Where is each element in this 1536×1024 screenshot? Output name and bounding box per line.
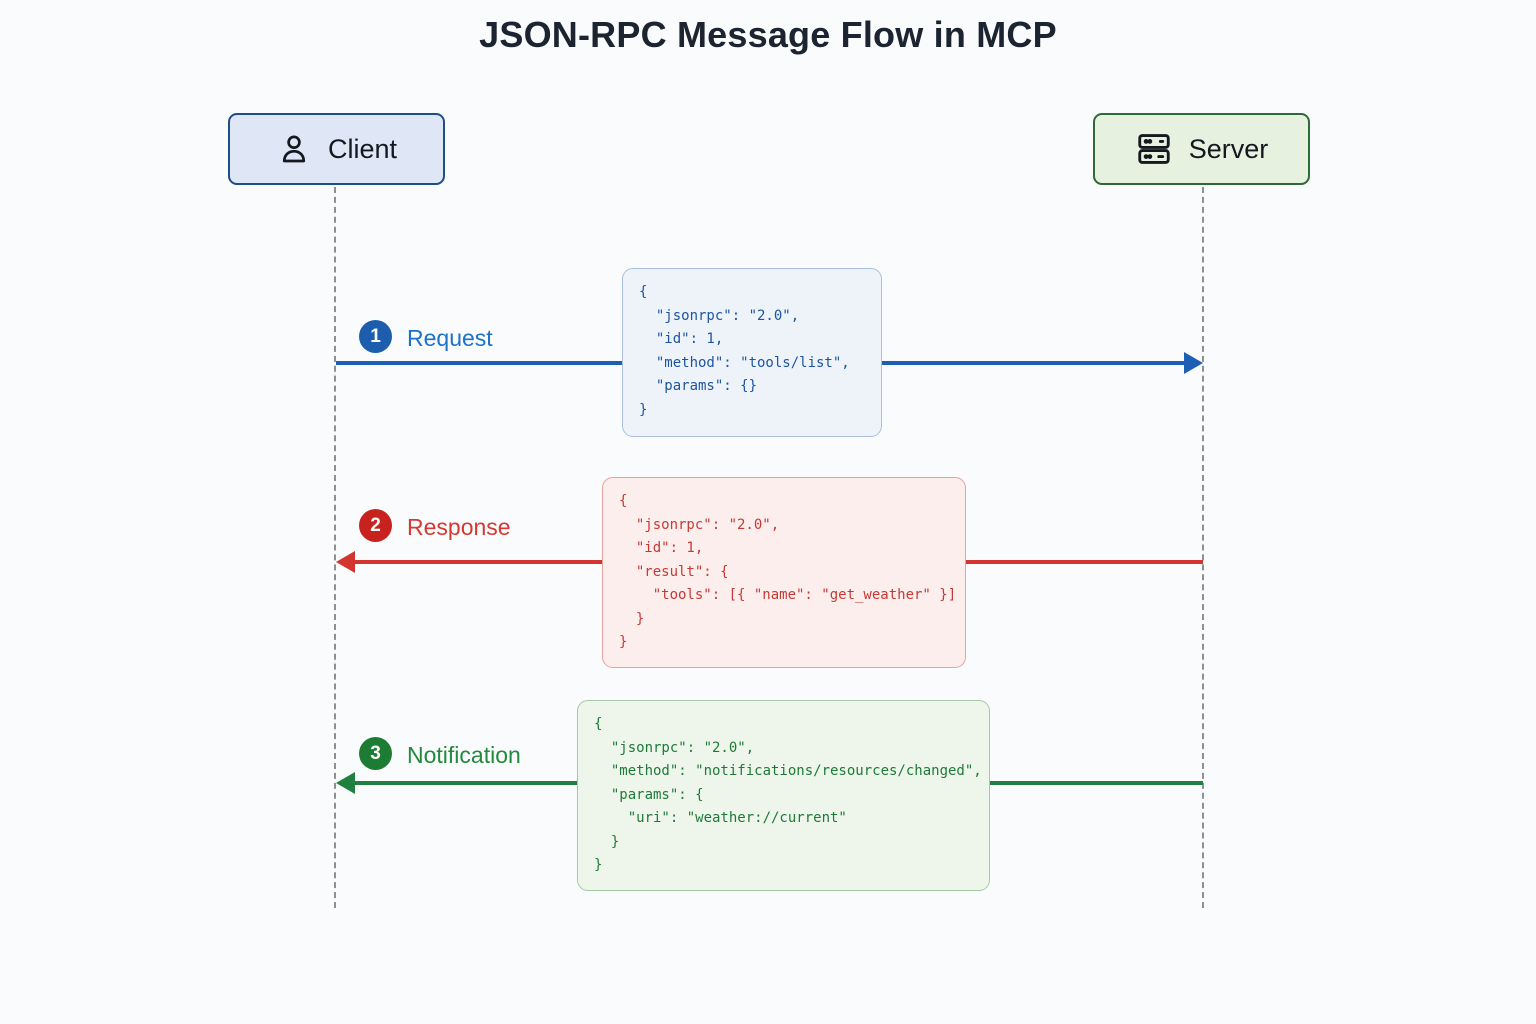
client-lifeline — [334, 187, 336, 908]
notification-json-code: { "jsonrpc": "2.0", "method": "notificat… — [577, 700, 990, 891]
actor-client-label: Client — [327, 133, 398, 164]
request-label: Request — [407, 325, 493, 351]
response-arrowhead-icon — [336, 551, 355, 573]
notification-label: Notification — [407, 742, 521, 768]
server-lifeline — [1202, 187, 1204, 908]
actor-server-label: Server — [1188, 133, 1269, 164]
response-label: Response — [407, 514, 511, 540]
notification-arrowhead-icon — [336, 772, 355, 794]
actor-client: Client — [228, 113, 445, 185]
response-step-badge: 2 — [359, 509, 392, 542]
user-icon — [276, 131, 312, 167]
request-arrowhead-icon — [1184, 352, 1203, 374]
diagram-title: JSON-RPC Message Flow in MCP — [479, 14, 1057, 55]
actor-server: Server — [1093, 113, 1310, 185]
request-step-badge: 1 — [359, 320, 392, 353]
response-json-code: { "jsonrpc": "2.0", "id": 1, "result": {… — [602, 477, 966, 668]
server-icon — [1135, 130, 1173, 168]
request-json-code: { "jsonrpc": "2.0", "id": 1, "method": "… — [622, 268, 882, 437]
notification-step-badge: 3 — [359, 737, 392, 770]
